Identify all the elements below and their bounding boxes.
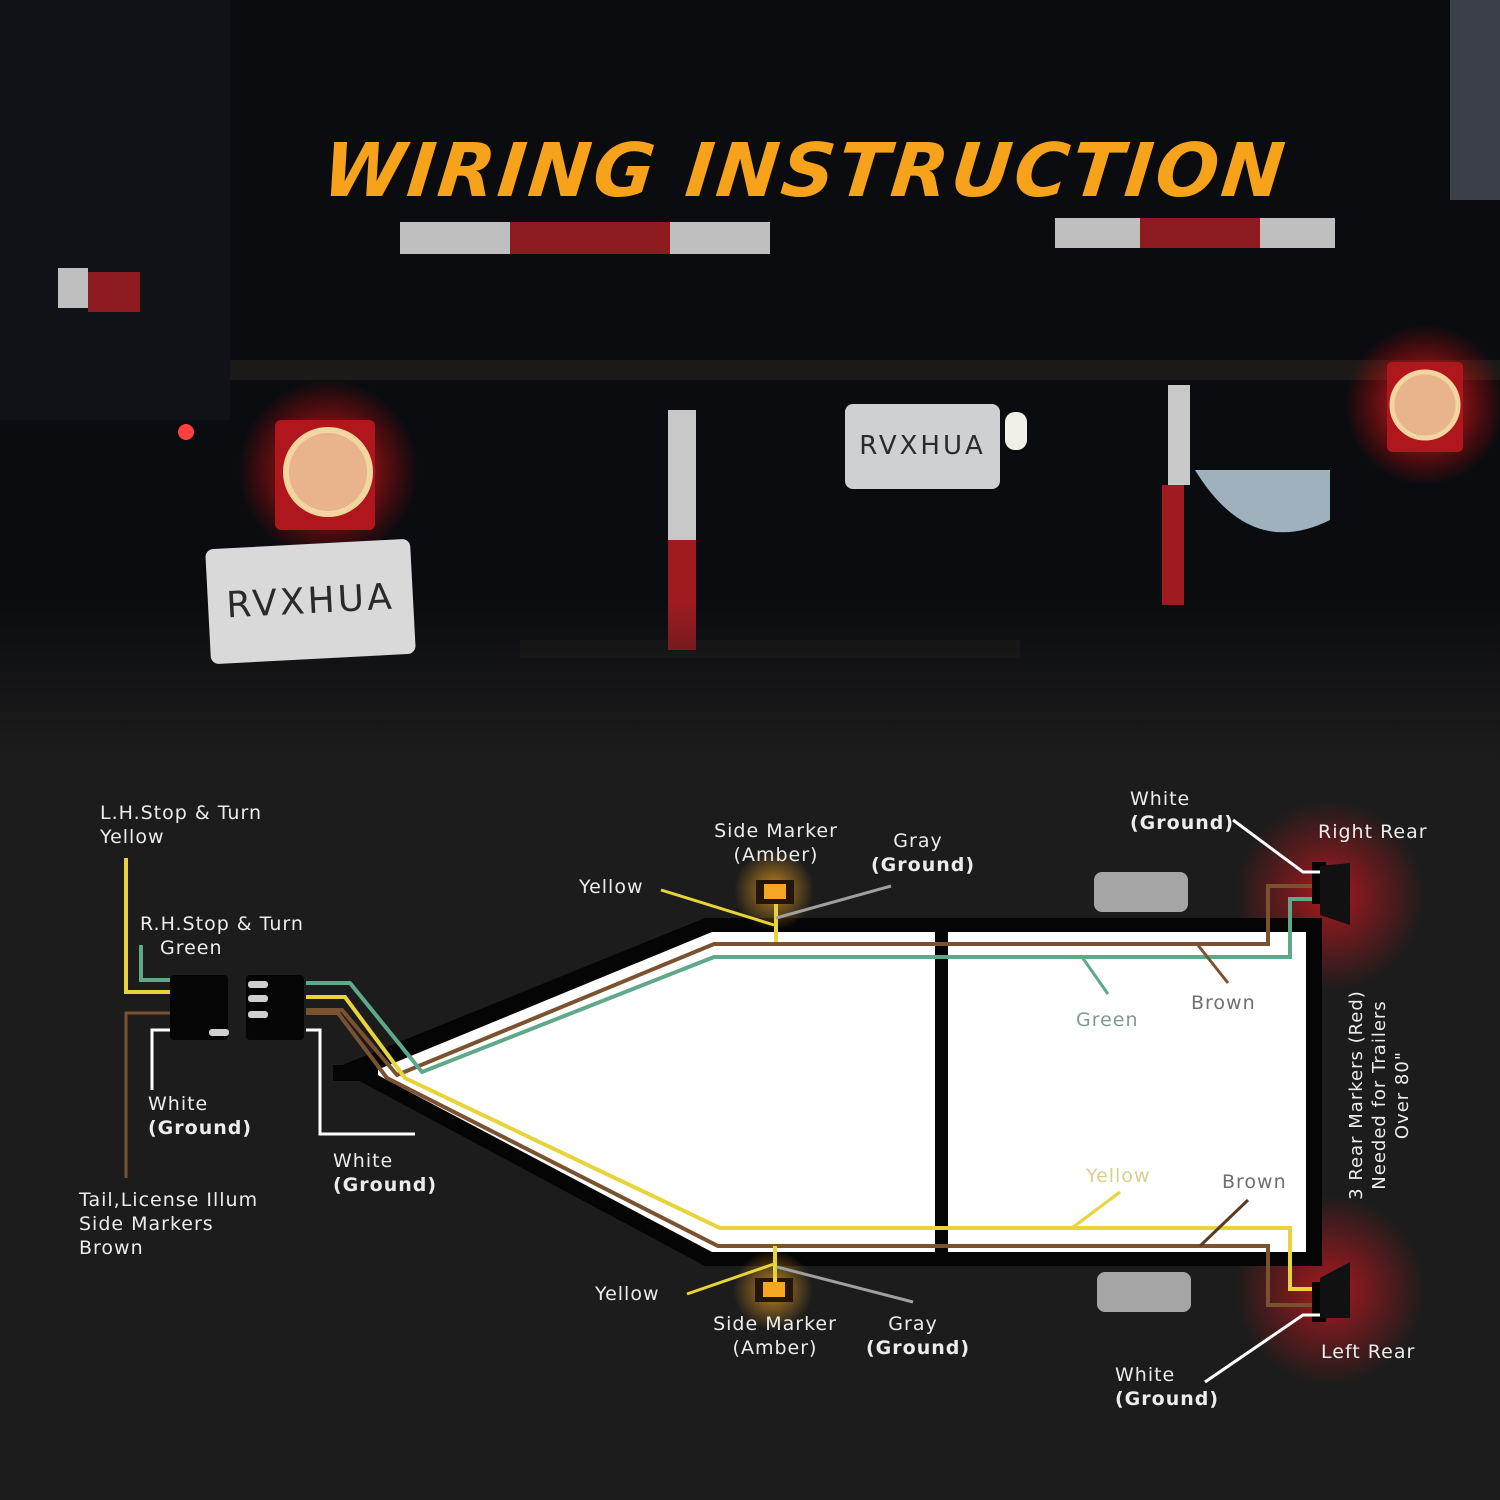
wire-green-input xyxy=(139,945,170,982)
wire-gray-bottom xyxy=(776,1265,914,1304)
side-marker-light xyxy=(178,424,194,440)
label-line: (Ground) xyxy=(1115,1388,1220,1410)
label-line: Gray xyxy=(888,1313,938,1335)
label-line: White xyxy=(1115,1364,1176,1386)
wire-brown-input xyxy=(124,1011,170,1178)
label-line: (Ground) xyxy=(866,1337,971,1359)
truck-left-panel xyxy=(0,0,230,420)
label-line: White xyxy=(1130,788,1191,810)
label-ground-connector-left: White (Ground) xyxy=(148,1092,252,1140)
axle-crossmember xyxy=(935,930,948,1254)
wire-brown-bottom xyxy=(306,1011,1320,1307)
wire-green xyxy=(306,897,1320,1075)
label-line: Green xyxy=(160,937,223,959)
label-line: (Ground) xyxy=(333,1174,438,1196)
label-line: Brown xyxy=(79,1237,144,1259)
fender-bottom xyxy=(1097,1272,1191,1312)
truck-right-panel xyxy=(1450,0,1500,200)
label-line: Side Markers xyxy=(79,1213,214,1235)
connector-male xyxy=(246,975,304,1040)
label-gray-ground-bottom: Gray (Ground) xyxy=(866,1312,969,1360)
wire-white-ground-left xyxy=(150,1028,170,1090)
label-yellow-bottom: Yellow xyxy=(595,1283,660,1305)
wire-brown-top xyxy=(306,884,1320,1078)
connector-pin xyxy=(248,981,268,988)
label-right-rear: Right Rear xyxy=(1318,821,1428,843)
connector-pin xyxy=(248,1011,268,1018)
label-side-marker-bottom: Side Marker (Amber) xyxy=(713,1312,837,1360)
bumper-bar xyxy=(230,360,1500,380)
label-line: Side Marker xyxy=(713,1313,837,1335)
label-line: (Amber) xyxy=(732,1337,818,1359)
right-rear-light xyxy=(1320,863,1350,925)
leader-brown-top xyxy=(1195,943,1230,984)
leader-white-right-rear xyxy=(1232,818,1320,874)
label-line: Tail,License Illum xyxy=(79,1189,259,1211)
wire-gray-top xyxy=(775,884,892,920)
label-line: (Ground) xyxy=(1130,812,1235,834)
trailer-body xyxy=(372,932,1306,1252)
label-ground-right-rear: White (Ground) xyxy=(1130,787,1234,835)
reflector-strip-top-right xyxy=(1055,218,1335,248)
label-line: R.H.Stop & Turn xyxy=(140,913,304,935)
note-line: Needed for Trailers xyxy=(1369,1000,1390,1190)
leader-white-left-rear xyxy=(1204,1313,1320,1384)
license-plate-center: RVXHUA xyxy=(845,404,1000,489)
fender-top xyxy=(1094,872,1188,912)
tail-light-left-lens xyxy=(283,427,373,517)
leader-yellow-rear xyxy=(1071,1190,1121,1230)
leader-yellow-top xyxy=(660,888,775,927)
tongue-stub xyxy=(333,1065,378,1081)
label-line: White xyxy=(333,1150,394,1172)
side-marker-top-lens xyxy=(764,884,786,899)
label-line: (Ground) xyxy=(871,854,976,876)
label-line: L.H.Stop & Turn xyxy=(100,802,262,824)
label-brown-wire-bottom: Brown xyxy=(1222,1171,1287,1193)
label-ground-connector-right: White (Ground) xyxy=(333,1149,437,1197)
wire-yellow xyxy=(306,995,1320,1291)
connector-pin xyxy=(248,995,268,1002)
label-green-wire: Green xyxy=(1076,1009,1139,1031)
label-line: (Amber) xyxy=(733,844,819,866)
license-lamp xyxy=(1005,412,1027,450)
connector-pin xyxy=(209,1029,229,1036)
label-line: Side Marker xyxy=(714,820,838,842)
label-gray-ground-top: Gray (Ground) xyxy=(871,829,974,877)
label-side-marker-top: Side Marker (Amber) xyxy=(714,819,838,867)
left-rear-light xyxy=(1320,1262,1350,1318)
label-brown-wire-top: Brown xyxy=(1191,992,1256,1014)
label-line: White xyxy=(148,1093,209,1115)
reflector-strip-top-left xyxy=(400,222,770,254)
label-yellow-wire-rear: Yellow xyxy=(1086,1165,1151,1187)
reflector-post-right xyxy=(1162,385,1190,605)
leader-brown-bottom xyxy=(1198,1198,1250,1248)
wheel-hub xyxy=(1195,470,1330,533)
note-line: Over 80" xyxy=(1392,1050,1413,1140)
label-ground-left-rear: White (Ground) xyxy=(1115,1363,1219,1411)
label-left-rear: Left Rear xyxy=(1321,1341,1416,1363)
label-line: Yellow xyxy=(100,826,165,848)
rear-markers-note: 3 Rear Markers (Red) Needed for Trailers… xyxy=(1345,980,1414,1210)
label-line: Gray xyxy=(893,830,943,852)
reflector-strip-side xyxy=(58,268,140,312)
wire-yellow-input xyxy=(124,858,170,994)
label-yellow-top: Yellow xyxy=(579,876,644,898)
connector-female xyxy=(170,975,228,1040)
tail-light-right-lens xyxy=(1389,369,1461,441)
label-tail-license: Tail,License Illum Side Markers Brown xyxy=(79,1188,258,1260)
wire-white-ground-right xyxy=(306,1028,415,1136)
label-rh-stop-turn: R.H.Stop & Turn Green xyxy=(140,912,304,960)
side-marker-bottom-lens xyxy=(763,1282,785,1297)
label-lh-stop-turn: L.H.Stop & Turn Yellow xyxy=(100,801,262,849)
note-line: 3 Rear Markers (Red) xyxy=(1346,990,1367,1200)
label-line: (Ground) xyxy=(148,1117,253,1139)
leader-yellow-bottom xyxy=(686,1262,775,1296)
leader-green xyxy=(1080,956,1110,995)
